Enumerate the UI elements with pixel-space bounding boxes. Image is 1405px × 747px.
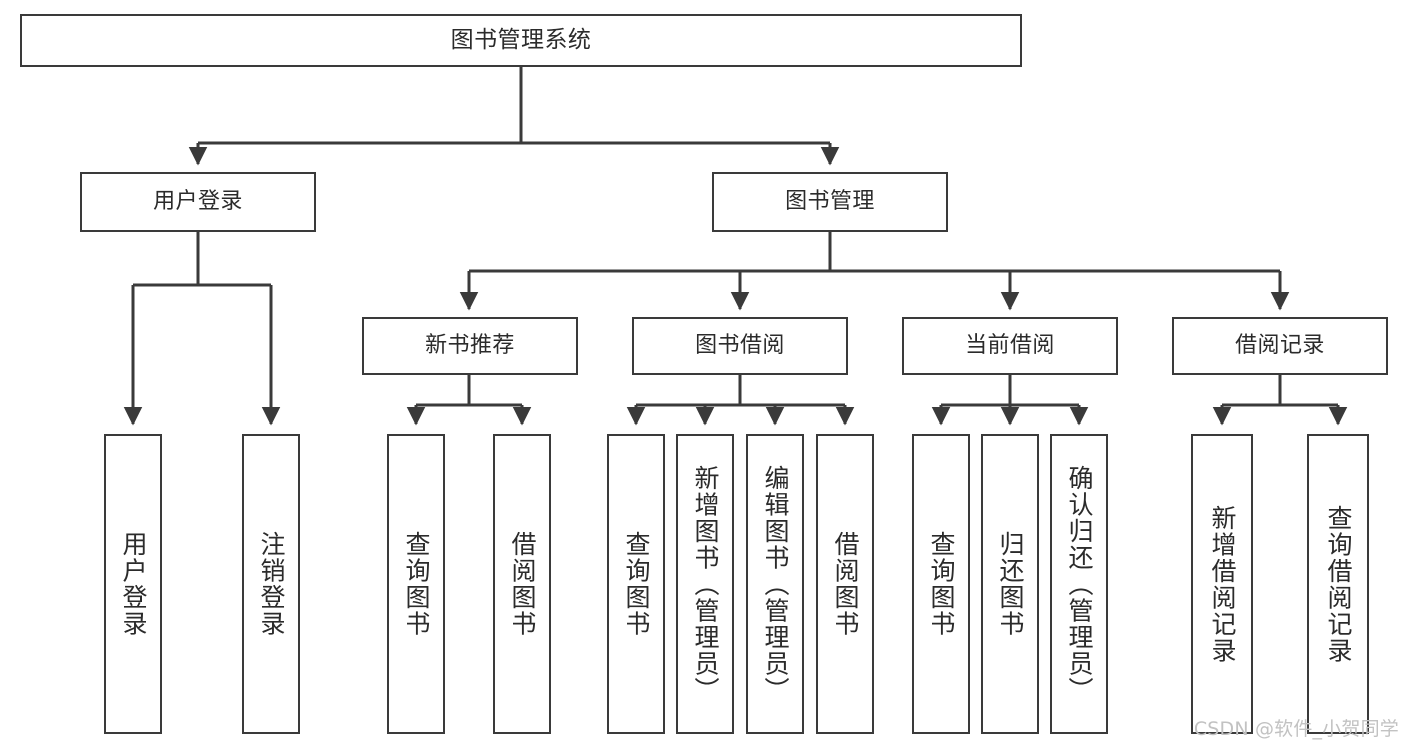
leaf-current-query-book[interactable]: 查询图书 [912,434,970,734]
node-label: 新增借阅记录 [1208,504,1237,664]
leaf-recommend-borrow-book[interactable]: 借阅图书 [493,434,551,734]
leaf-records-add-record[interactable]: 新增借阅记录 [1191,434,1253,734]
node-label: 查询借阅记录 [1324,504,1353,664]
node-borrow-records[interactable]: 借阅记录 [1172,317,1388,375]
leaf-borrow-add-book-admin[interactable]: 新增图书（管理员） [676,434,734,734]
leaf-recommend-query-book[interactable]: 查询图书 [387,434,445,734]
node-label: 图书管理系统 [450,27,592,54]
node-label: 归还图书 [996,531,1025,637]
node-label: 借阅图书 [508,531,537,637]
node-label: 编辑图书（管理员） [761,464,790,704]
node-label: 新增图书（管理员） [691,464,720,704]
node-label: 确认归还（管理员） [1065,464,1094,704]
node-book-borrow[interactable]: 图书借阅 [632,317,848,375]
node-label: 新书推荐 [425,333,515,359]
node-label: 用户登录 [119,531,148,637]
leaf-records-query-record[interactable]: 查询借阅记录 [1307,434,1369,734]
node-root-system[interactable]: 图书管理系统 [20,14,1022,67]
node-book-management[interactable]: 图书管理 [712,172,948,232]
node-label: 借阅记录 [1235,333,1325,359]
node-label: 查询图书 [927,531,956,637]
leaf-user-login[interactable]: 用户登录 [104,434,162,734]
node-label: 图书管理 [785,189,875,215]
node-label: 当前借阅 [965,333,1055,359]
node-new-book-recommend[interactable]: 新书推荐 [362,317,578,375]
node-label: 图书借阅 [695,333,785,359]
node-label: 查询图书 [402,531,431,637]
node-label: 用户登录 [153,189,243,215]
leaf-user-logout[interactable]: 注销登录 [242,434,300,734]
node-label: 查询图书 [622,531,651,637]
node-current-borrow[interactable]: 当前借阅 [902,317,1118,375]
leaf-borrow-edit-book-admin[interactable]: 编辑图书（管理员） [746,434,804,734]
node-label: 注销登录 [257,531,286,637]
leaf-current-confirm-return-admin[interactable]: 确认归还（管理员） [1050,434,1108,734]
csdn-watermark: CSDN @软件_小贺同学 [1193,718,1399,740]
node-label: 借阅图书 [831,531,860,637]
node-user-login[interactable]: 用户登录 [80,172,316,232]
leaf-borrow-borrow-book[interactable]: 借阅图书 [816,434,874,734]
leaf-current-return-book[interactable]: 归还图书 [981,434,1039,734]
leaf-borrow-query-book[interactable]: 查询图书 [607,434,665,734]
